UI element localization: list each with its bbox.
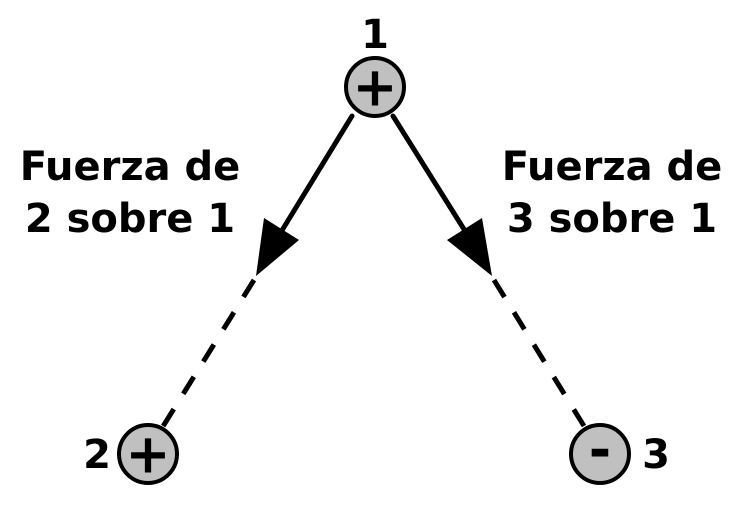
charge-3-sign: - bbox=[589, 419, 611, 482]
force-3-on-1-line bbox=[390, 113, 480, 253]
force-2-on-1-label-line2: 2 sobre 1 bbox=[25, 196, 235, 242]
charge-2: + 2 bbox=[83, 423, 179, 486]
force-2-on-1-label: Fuerza de 2 sobre 1 bbox=[20, 144, 241, 242]
charge-2-circle bbox=[117, 423, 179, 485]
charge-1-sign: + bbox=[352, 56, 397, 119]
charge-3-label: 3 bbox=[642, 432, 670, 478]
force-3-on-1-label-line2: 3 sobre 1 bbox=[507, 196, 717, 242]
charge-3-circle bbox=[569, 423, 631, 485]
charge-2-label: 2 bbox=[83, 432, 111, 478]
force-2-on-1-dashed-line bbox=[159, 278, 257, 430]
force-3-on-1-label-line1: Fuerza de bbox=[502, 144, 723, 190]
charge-3: - 3 bbox=[569, 419, 670, 485]
charge-1-label: 1 bbox=[361, 12, 389, 58]
charge-1: + 1 bbox=[344, 12, 406, 119]
force-2-on-1-line bbox=[267, 113, 355, 253]
charge-2-sign: + bbox=[125, 423, 170, 486]
force-3-on-1-arrowhead bbox=[447, 218, 492, 276]
charge-1-circle bbox=[344, 56, 406, 118]
force-2-on-1-label-line1: Fuerza de bbox=[20, 144, 241, 190]
force-3-on-1-label: Fuerza de 3 sobre 1 bbox=[502, 144, 723, 242]
force-3-on-1-dashed-line bbox=[491, 278, 587, 428]
force-2-on-1-arrowhead bbox=[256, 218, 299, 276]
